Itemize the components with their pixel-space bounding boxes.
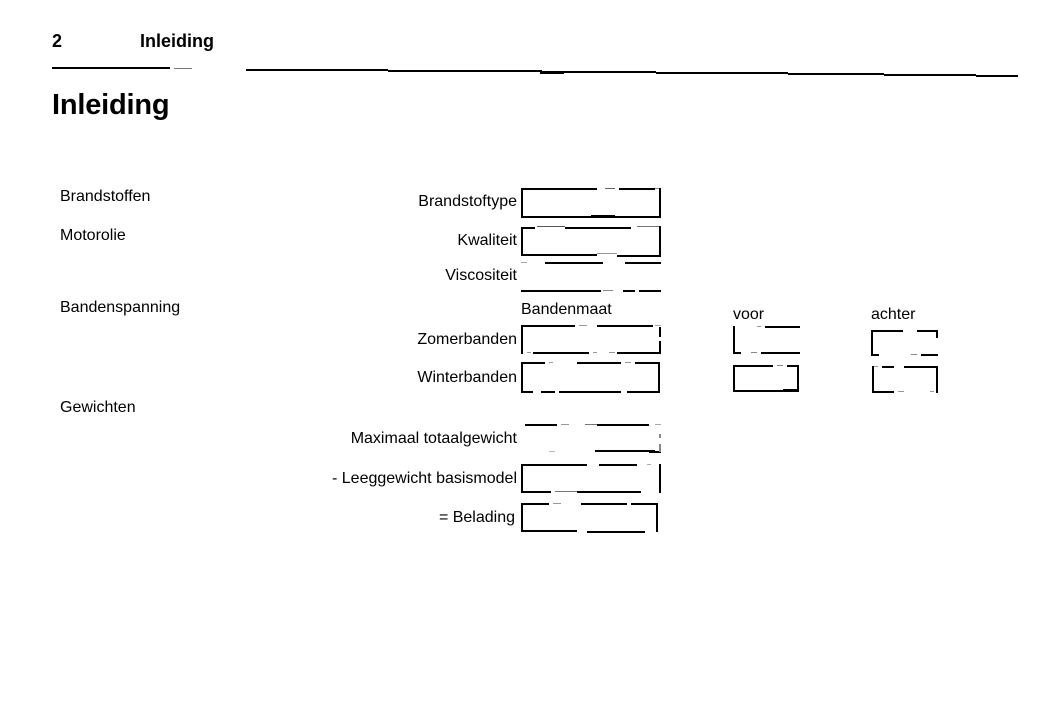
field-zomerbanden-bandenmaat[interactable] [521, 325, 661, 354]
header-chapter-title: Inleiding [140, 31, 214, 51]
page-number: 2 [52, 31, 63, 51]
column-header-achter: achter [871, 306, 916, 323]
field-belading[interactable] [521, 503, 658, 533]
row-label-viscositeit: Viscositeit [445, 267, 517, 284]
section-label-brandstoffen: Brandstoffen [60, 188, 151, 205]
field-brandstoftype[interactable] [521, 188, 661, 218]
page-title: Inleiding [52, 89, 170, 121]
section-label-motorolie: Motorolie [60, 227, 126, 244]
column-header-voor: voor [733, 306, 765, 323]
column-header-bandenmaat: Bandenmaat [521, 301, 612, 318]
field-viscositeit[interactable] [521, 262, 661, 292]
section-label-bandenspanning: Bandenspanning [60, 299, 181, 316]
row-label-winterbanden: Winterbanden [417, 369, 517, 386]
field-leeggewicht-basismodel[interactable] [521, 464, 661, 493]
row-label-maximaal-totaalgewicht: Maximaal totaalgewicht [350, 430, 517, 447]
field-zomerbanden-voor[interactable] [733, 326, 800, 354]
field-winterbanden-bandenmaat[interactable] [521, 362, 660, 393]
field-zomerbanden-achter[interactable] [871, 330, 938, 356]
row-label-leeggewicht-basismodel: - Leeggewicht basismodel [332, 470, 517, 487]
field-winterbanden-achter[interactable] [872, 366, 938, 393]
row-label-brandstoftype: Brandstoftype [418, 193, 517, 210]
section-label-gewichten: Gewichten [60, 399, 136, 416]
row-label-kwaliteit: Kwaliteit [457, 232, 517, 249]
field-kwaliteit[interactable] [521, 226, 661, 257]
header-divider-rule [50, 64, 1020, 80]
row-label-belading: = Belading [438, 509, 515, 526]
field-maximaal-totaalgewicht[interactable] [521, 424, 661, 453]
row-label-zomerbanden: Zomerbanden [417, 331, 517, 348]
field-winterbanden-voor[interactable] [733, 365, 799, 392]
